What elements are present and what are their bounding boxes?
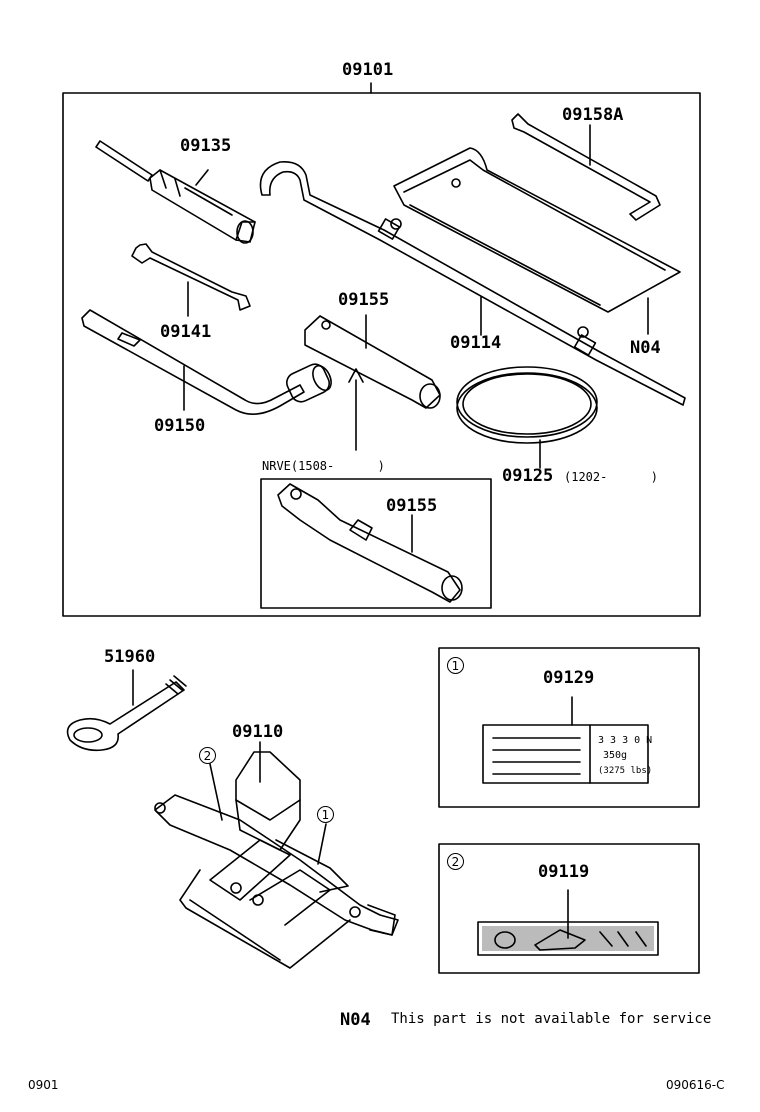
extension-rod-part-number: 09158A [562,105,624,125]
tool-bag-part-number: N04 [630,338,661,358]
jack-label-frame [438,647,700,808]
jack-label-line-3: (3275 lbs) [598,766,653,776]
socket-wrench-part-number: 09155 [338,290,390,310]
alt-socket-heading: NRVE(1508- ) [262,459,385,473]
alt-socket-part-number: 09155 [386,496,438,516]
callout-one-jack: 1 [317,806,334,823]
callout-one-label-box: 1 [447,657,464,674]
towing-eye-part-number: 51960 [104,647,156,667]
band-drawing [456,366,598,469]
legend-code: N04 [340,1010,371,1030]
jack-part-number: 09110 [232,722,284,742]
lug-wrench-drawing [81,309,332,415]
jack-label-line-2: 350g [603,750,628,761]
kit-part-number: 09101 [342,60,394,80]
jack-label-drawing [482,696,649,784]
wrench-drawing [131,243,251,317]
jack-handle-part-number: 09114 [450,333,502,353]
screwdriver-part-number: 09135 [180,136,232,156]
extension-rod-drawing [511,113,661,221]
callout-two-label-box: 2 [447,853,464,870]
footer-left-code: 0901 [28,1078,59,1092]
caution-label-part-number: 09119 [538,862,590,882]
callout-two-jack: 2 [199,747,216,764]
legend-text: This part is not available for service [391,1011,712,1027]
jack-label-part-number: 09129 [543,668,595,688]
towing-eye-drawing [66,669,187,752]
jack-label-line-1: 3 3 3 0 N [598,735,653,746]
band-part-suffix: (1202- ) [564,470,658,484]
caution-label-frame [438,843,700,974]
upward-arrow [348,368,364,451]
wrench-part-number: 09141 [160,322,212,342]
tool-bag-drawing [393,147,681,335]
jack-drawing [154,741,399,969]
footer-right-code: 090616-C [666,1078,725,1092]
alt-socket-drawing [277,483,463,603]
jack-handle-drawing [259,160,686,406]
socket-wrench-drawing [304,314,441,409]
band-part-number: 09125 [502,466,554,486]
caution-label-drawing [477,889,659,956]
alt-socket-frame [260,478,492,609]
screwdriver-drawing [95,140,256,244]
kit-frame [62,92,701,617]
lug-wrench-part-number: 09150 [154,416,206,436]
